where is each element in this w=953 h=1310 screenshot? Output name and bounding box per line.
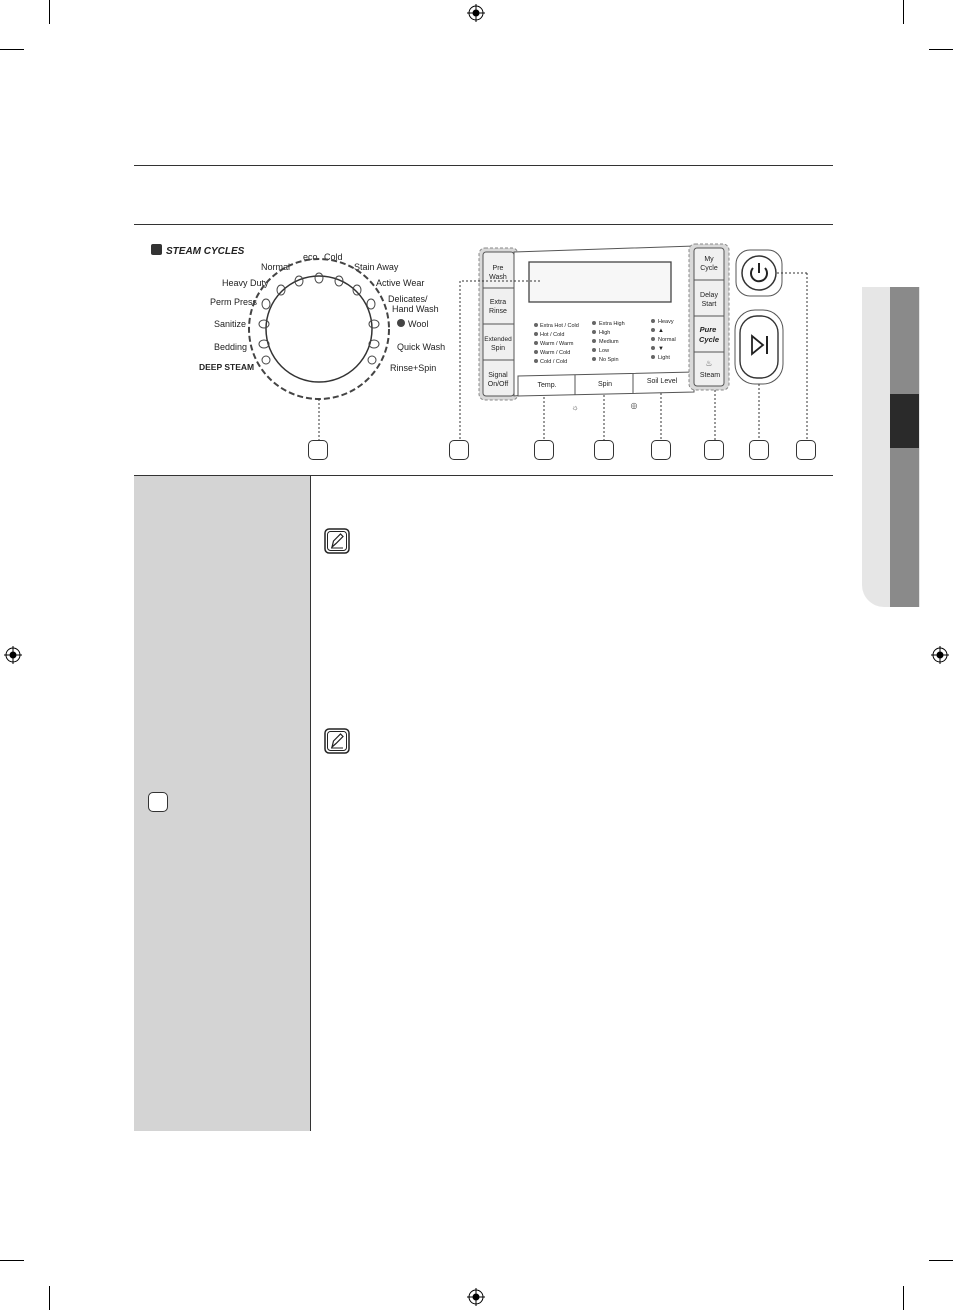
callout-box-2 [449, 440, 469, 460]
callout-box-1 [308, 440, 328, 460]
soil-option: ▼ [658, 346, 664, 352]
control-panel-diagram: STEAM CYCLES Normal Heavy Duty Perm Pres… [151, 243, 808, 441]
cycle-quick-wash: Quick Wash [397, 342, 445, 352]
column-divider [310, 476, 311, 1131]
callout-box-7 [749, 440, 769, 460]
spin-indicator-lights [592, 321, 596, 361]
cycle-deep-steam: DEEP STEAM [199, 362, 254, 372]
cycle-active-wear: Active Wear [376, 278, 424, 288]
cycle-normal: Normal [261, 262, 290, 272]
soil-option: Normal [658, 337, 676, 343]
soil-option: Light [658, 355, 670, 361]
signal-button[interactable]: Signal [488, 372, 508, 379]
callout-box-3 [534, 440, 554, 460]
chapter-tab-active [890, 394, 919, 448]
cycle-delicates: Delicates/ [388, 294, 428, 304]
crop-mark [903, 1286, 904, 1310]
cycle-cold: Cold [324, 252, 343, 262]
temp-button[interactable]: Temp. [537, 382, 556, 389]
cycle-indicator-lights [258, 272, 380, 365]
registration-mark-icon [467, 1288, 485, 1306]
lcd-display [528, 261, 672, 303]
pre-wash-button-line2[interactable]: Wash [489, 274, 507, 281]
crop-mark [929, 49, 953, 50]
temp-option: Warm / Cold [540, 350, 570, 356]
registration-mark-icon [467, 4, 485, 22]
extra-rinse-button[interactable]: Extra [490, 299, 506, 306]
soil-option: ▲ [658, 328, 664, 334]
callout-box-5 [651, 440, 671, 460]
crop-mark [903, 0, 904, 24]
note-icon [324, 728, 350, 754]
registration-mark-icon [931, 646, 949, 664]
steam-cycles-label: STEAM CYCLES [166, 246, 245, 257]
power-icon [750, 267, 768, 283]
callout-box-8 [796, 440, 816, 460]
play-pause-icon [751, 334, 765, 356]
temp-option: Hot / Cold [540, 332, 564, 338]
cycle-rinse-spin: Rinse+Spin [390, 363, 436, 373]
crop-mark [0, 49, 24, 50]
delay-start-button[interactable]: Delay [700, 292, 718, 299]
cycle-bedding: Bedding [214, 342, 247, 352]
extended-spin-button[interactable]: Extended [484, 336, 512, 343]
steam-icon [151, 244, 162, 255]
panel-top-rule [134, 224, 833, 225]
soil-indicator-lights [651, 319, 655, 359]
my-cycle-button[interactable]: My [704, 256, 714, 263]
spin-button[interactable]: Spin [598, 381, 612, 388]
cycle-heavy-duty: Heavy Duty [222, 278, 269, 288]
wool-icon [397, 319, 405, 327]
spin-option: Medium [599, 339, 619, 345]
child-lock-icon: ☼ [571, 403, 578, 412]
panel-bottom-rule [134, 475, 833, 476]
spin-option: Extra High [599, 321, 625, 327]
bottom-button-strip [517, 371, 695, 397]
spin-option: High [599, 330, 610, 336]
header-rule [134, 165, 833, 166]
my-cycle-button-line2[interactable]: Cycle [700, 265, 718, 272]
crop-mark [49, 0, 50, 24]
cycle-stain-away: Stain Away [354, 262, 399, 272]
crop-mark [49, 1286, 50, 1310]
spin-option: No Spin [599, 357, 619, 363]
soil-level-button[interactable]: Soil Level [647, 378, 678, 385]
pure-cycle-button-line2[interactable]: Cycle [699, 335, 719, 344]
extended-spin-button-line2[interactable]: Spin [491, 345, 505, 352]
pure-cycle-button[interactable]: Pure [700, 325, 717, 334]
temp-option: Extra Hot / Cold [540, 323, 579, 329]
callout-box-6 [704, 440, 724, 460]
temp-option: Warm / Warm [540, 341, 574, 347]
crop-mark [929, 1260, 953, 1261]
temp-indicator-lights [534, 323, 538, 363]
crop-mark [0, 1260, 24, 1261]
spin-option: Low [599, 348, 609, 354]
callout-box-4 [594, 440, 614, 460]
steam-icon: ♨ [705, 359, 712, 368]
item-number-box [148, 792, 168, 812]
signal-button-line2[interactable]: On/Off [488, 381, 509, 388]
cycle-sanitize: Sanitize [214, 319, 246, 329]
start-pause-button[interactable] [739, 315, 779, 379]
steam-button[interactable]: Steam [700, 372, 720, 379]
cycle-signal-icon: ◎ [631, 401, 638, 410]
cycle-wool: Wool [408, 319, 428, 329]
cycle-hand-wash: Hand Wash [392, 304, 439, 314]
cycle-perm-press: Perm Press [210, 297, 258, 307]
cycle-selector-dial[interactable] [265, 275, 373, 383]
pre-wash-button[interactable]: Pre [493, 265, 504, 272]
note-icon [324, 528, 350, 554]
registration-mark-icon [4, 646, 22, 664]
extra-rinse-button-line2[interactable]: Rinse [489, 308, 507, 315]
temp-option: Cold / Cold [540, 359, 567, 365]
cycle-eco: eco [303, 252, 318, 262]
delay-start-button-line2[interactable]: Start [702, 301, 717, 308]
soil-option: Heavy [658, 319, 674, 325]
